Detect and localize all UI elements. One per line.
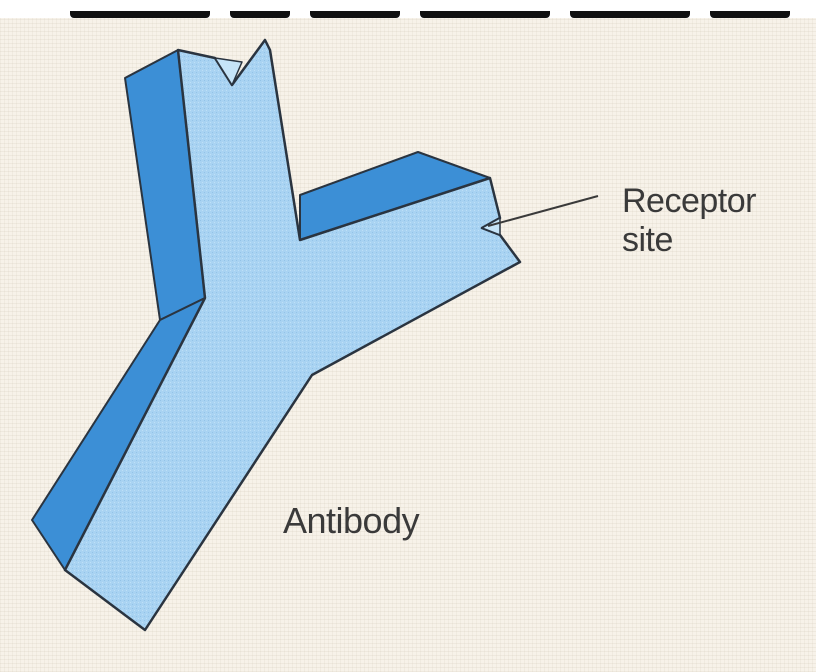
antibody-label: Antibody xyxy=(283,500,419,541)
receptor-leader-line xyxy=(488,196,598,226)
receptor-site-label: Receptor site xyxy=(622,182,756,260)
receptor-site-label-line1: Receptor xyxy=(622,182,756,221)
receptor-site-label-line2: site xyxy=(622,221,756,260)
